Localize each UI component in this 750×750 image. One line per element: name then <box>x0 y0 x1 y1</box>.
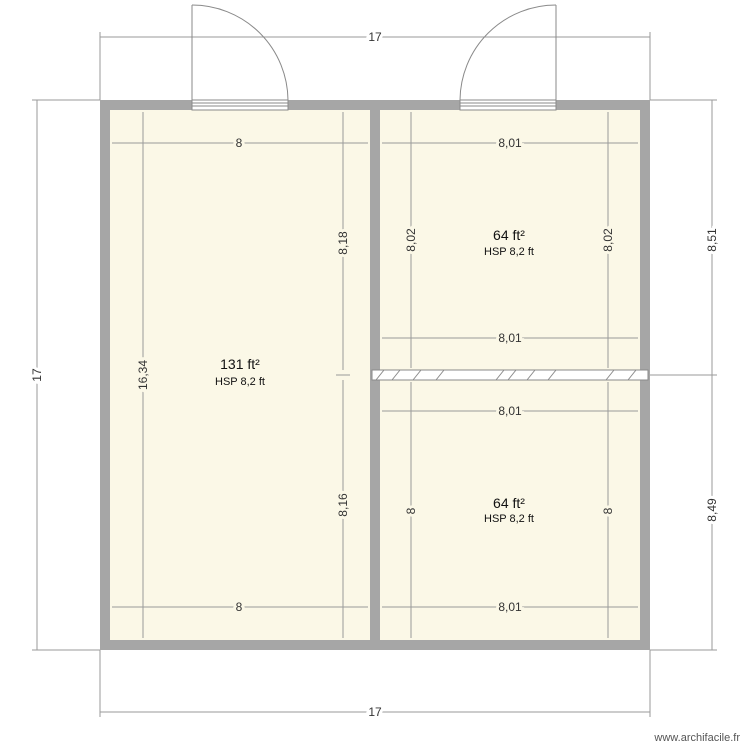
right-entrance-door <box>459 4 557 111</box>
bottom-right-room-bottom-dim-label: 8,01 <box>498 600 522 614</box>
left-room-hsp-label: HSP 8,2 ft <box>215 376 265 388</box>
overall-dimensions <box>32 32 717 717</box>
room-left-floor <box>110 110 370 640</box>
left-room-right-lower-dim-label: 8,16 <box>336 493 350 517</box>
top-right-room-bottom-dim-label: 8,01 <box>498 331 522 345</box>
partition-wall <box>371 369 649 381</box>
overall-height-right-lower-label: 8,49 <box>705 498 719 522</box>
top-right-room-top-dim-label: 8,01 <box>498 136 522 150</box>
site-credit: www.archifacile.fr <box>653 732 740 744</box>
left-room-height-dim-label: 16,34 <box>136 360 150 390</box>
top-right-room-area-label: 64 ft² <box>493 227 525 243</box>
overall-height-right-upper-label: 8,51 <box>705 228 719 252</box>
overall-width-top-label: 17 <box>368 30 382 44</box>
overall-width-bottom-label: 17 <box>368 705 382 719</box>
room-bottom-right-floor <box>380 380 640 640</box>
bottom-right-room-top-dim-label: 8,01 <box>498 404 522 418</box>
room-top-right-floor <box>380 110 640 370</box>
overall-height-left-label: 17 <box>30 368 44 382</box>
top-right-room-hsp-label: HSP 8,2 ft <box>484 246 534 258</box>
top-right-room-right-dim-label: 8,02 <box>601 228 615 252</box>
left-room-bottom-dim-label: 8 <box>236 600 243 614</box>
top-right-room-left-dim-label: 8,02 <box>404 228 418 252</box>
left-room-top-dim-label: 8 <box>236 136 243 150</box>
bottom-right-room-right-dim-label: 8 <box>601 507 615 514</box>
left-entrance-door <box>191 4 289 111</box>
bottom-right-room-hsp-label: HSP 8,2 ft <box>484 513 534 525</box>
left-room-right-upper-dim-label: 8,18 <box>336 231 350 255</box>
interior-dimension-lines <box>112 112 638 638</box>
left-room-area-label: 131 ft² <box>220 356 260 372</box>
bottom-right-room-left-dim-label: 8 <box>404 507 418 514</box>
bottom-right-room-area-label: 64 ft² <box>493 495 525 511</box>
